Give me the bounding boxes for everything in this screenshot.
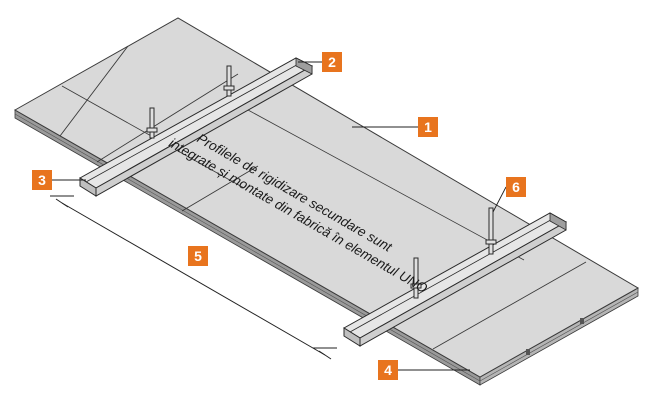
callout-2: 2 — [322, 52, 342, 72]
dimension-line — [50, 195, 337, 360]
edge-clips — [526, 318, 584, 355]
callout-label-1: 1 — [424, 119, 432, 135]
callout-label-2: 2 — [328, 54, 336, 70]
main-profile-left — [79, 57, 314, 197]
callout-1: 1 — [418, 117, 438, 137]
callout-5: 5 — [188, 246, 208, 266]
callout-label-4: 4 — [384, 362, 392, 378]
callout-6: 6 — [506, 177, 526, 197]
callout-label-5: 5 — [194, 248, 202, 264]
hanger-4 — [485, 207, 497, 255]
ceiling-panel-assembly — [13, 17, 640, 386]
callout-label-3: 3 — [38, 172, 46, 188]
hanger-3 — [410, 257, 422, 299]
callout-label-6: 6 — [512, 179, 520, 195]
main-profile-right — [343, 212, 568, 347]
panel-top-face — [13, 17, 640, 378]
callout-3: 3 — [32, 170, 52, 190]
hanger-2 — [223, 65, 235, 97]
hangers — [146, 65, 497, 299]
leader-lines — [52, 61, 507, 371]
callout-4: 4 — [378, 360, 398, 380]
hanger-1 — [146, 107, 158, 139]
